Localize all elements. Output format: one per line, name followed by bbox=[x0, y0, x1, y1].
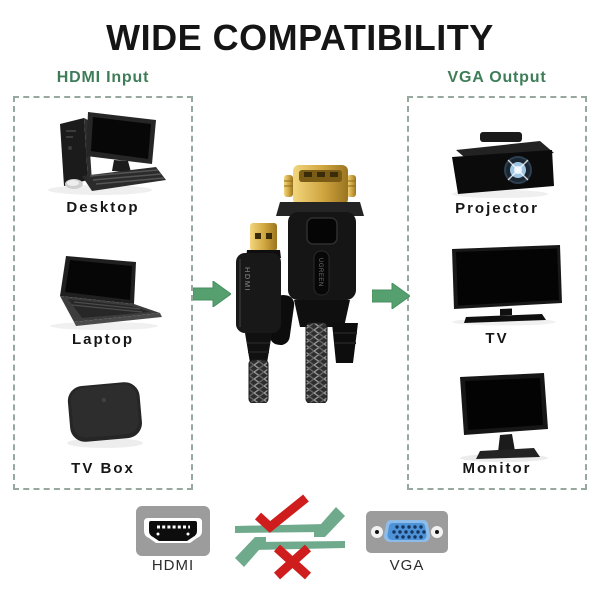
direction-swap-icon bbox=[235, 494, 345, 580]
tv-box-image bbox=[67, 382, 143, 448]
check-mark-icon bbox=[254, 494, 309, 533]
cable-image: UGREEN HDMI bbox=[236, 165, 364, 403]
projector-image bbox=[452, 132, 554, 198]
laptop-image bbox=[50, 256, 162, 330]
right-flow-arrow-icon bbox=[372, 283, 410, 309]
left-flow-arrow-icon bbox=[193, 281, 231, 307]
desktop-image bbox=[48, 112, 166, 195]
hdmi-input-panel bbox=[13, 96, 193, 490]
page-title: WIDE COMPATIBILITY bbox=[106, 17, 494, 58]
monitor-label: Monitor bbox=[462, 460, 532, 477]
vga-footer-label: VGA bbox=[389, 557, 425, 574]
laptop-label: Laptop bbox=[72, 331, 134, 348]
tv-box-label: TV Box bbox=[71, 460, 135, 477]
cross-mark-icon bbox=[273, 544, 312, 580]
desktop-label: Desktop bbox=[66, 199, 140, 216]
tv-label: TV bbox=[485, 330, 509, 347]
vga-output-panel bbox=[407, 96, 587, 490]
hdmi-footer-label: HDMI bbox=[151, 557, 195, 574]
hdmi-port-icon bbox=[136, 506, 210, 556]
cable-brand-marking: UGREEN bbox=[317, 258, 323, 287]
monitor-image bbox=[460, 373, 548, 462]
hdmi-input-header: HDMI Input bbox=[56, 69, 150, 86]
vga-port-icon bbox=[366, 511, 448, 553]
vga-output-header: VGA Output bbox=[447, 69, 547, 86]
projector-label: Projector bbox=[455, 200, 539, 217]
tv-image bbox=[452, 245, 562, 326]
cable-hdmi-marking: HDMI bbox=[243, 267, 252, 292]
